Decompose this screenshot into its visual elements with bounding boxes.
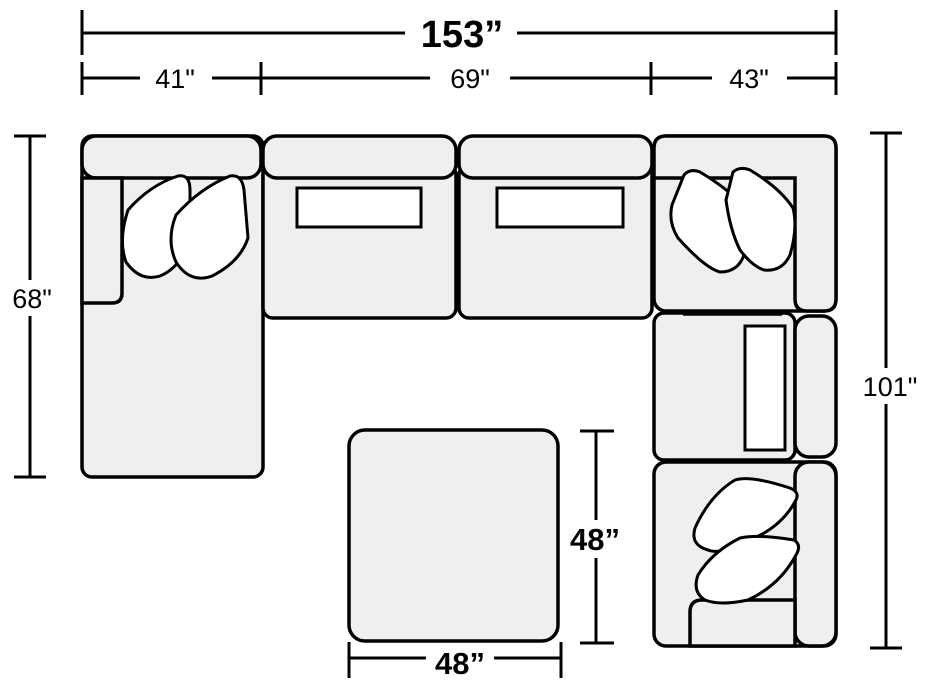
left-depth-label: 68": [12, 284, 52, 314]
right-armless-chair: [652, 311, 838, 462]
left-chaise: [80, 134, 265, 479]
ottoman-depth-dimension: 48”: [563, 429, 628, 645]
right-depth-label: 101": [863, 372, 918, 402]
pillow-icon: [169, 174, 250, 280]
pillow-icon: [692, 477, 799, 553]
right-corner-wedge: [652, 134, 838, 313]
middle-width-label: 69": [450, 64, 490, 94]
right-width-label: 43": [729, 64, 769, 94]
left-width-label: 41": [155, 64, 195, 94]
ottoman-depth-label: 48”: [570, 522, 620, 557]
ottoman-width-label: 48”: [435, 646, 485, 681]
overall-width-dimension: 153”: [80, 10, 838, 56]
ottoman-width-dimension: 48”: [347, 642, 563, 681]
pillow-icon: [694, 534, 801, 605]
middle-armless-loveseat: [261, 134, 654, 320]
right-corner-end: [652, 460, 838, 648]
overall-width-label: 153”: [421, 14, 503, 56]
left-depth-dimension: 68": [5, 134, 60, 479]
ottoman: [347, 428, 560, 643]
right-depth-dimension: 101": [855, 131, 927, 650]
pillow-icon: [724, 166, 797, 272]
section-width-dimensions: 41" 69" 43": [80, 62, 838, 95]
